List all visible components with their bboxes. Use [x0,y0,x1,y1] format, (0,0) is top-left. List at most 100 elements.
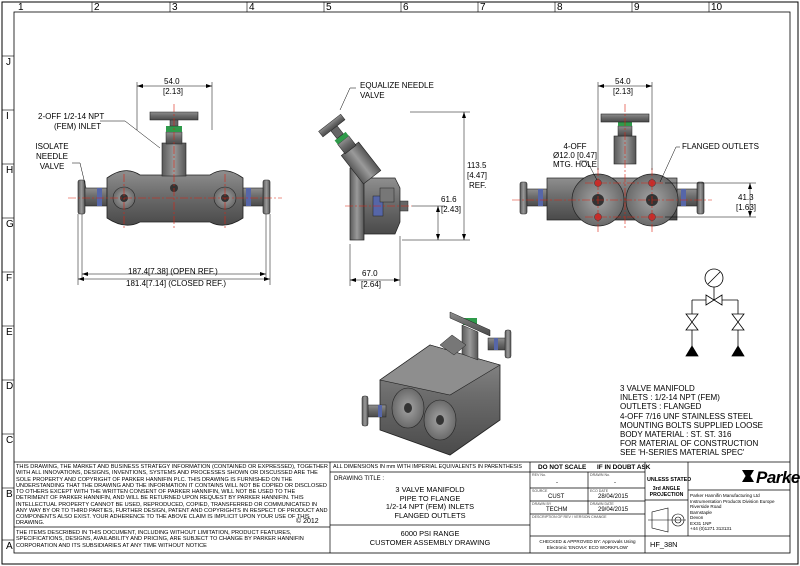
zone-col-9: 9 [634,2,640,13]
depth-dim: 67.0 [362,269,378,278]
rear-width-dim: 54.0 [615,77,631,86]
address-line: +44 (0)1271 313131 [690,526,732,531]
rev-no: - [556,480,558,486]
change-disclaimer: THE ITEMS DESCRIBED IN THIS DOCUMENT, IN… [16,530,304,549]
checked-approved: CHECKED & APPROVED BY: Approvals Using E… [530,539,645,550]
zone-col-6: 6 [403,2,409,13]
zone-row-e: E [6,327,13,338]
outlets-label: FLANGED OUTLETS [682,142,759,151]
height-ref: REF. [469,181,487,190]
isolate-label-line3: VALVE [39,162,65,171]
checked-line: CHECKED & APPROVED BY: Approvals Using [539,539,636,544]
drawn-no-label: DRAWN No. [590,473,611,477]
drawing-subtitle: 6000 PSI RANGE CUSTOMER ASSEMBLY DRAWING [330,529,530,547]
zone-col-3: 3 [172,2,178,13]
inlet-label-line1: 2-OFF 1/2-14 NPT [38,112,105,121]
zone-col-1: 1 [18,2,24,13]
zone-row-d: D [6,381,14,392]
isolate-label-line2: NEEDLE [35,152,68,161]
parker-logo: Parker [756,468,800,487]
inlet-label-line2: (FEM) INLET [54,122,102,131]
inner-border [13,11,791,554]
left-handle [77,179,86,215]
hole-label-line2: Ø12.0 [0.47] [552,151,598,160]
center-dim-imperial: [2.43] [441,205,462,214]
drawing-subtitle-line: 6000 PSI RANGE [400,529,460,538]
spec-line: 3 VALVE MANIFOLD [620,384,695,393]
spec-line: MOUNTING BOLTS SUPPLIED LOOSE [620,420,763,430]
projection-line: PROJECTION [649,492,684,499]
drawn-by: TECHM [546,507,568,513]
front-width-dim-imperial: [2.13] [163,87,184,96]
front-view [68,82,282,285]
address-line: Barnstaple [690,509,712,515]
drawing-title: 3 VALVE MANIFOLD PIPE TO FLANGE 1/2-14 N… [330,485,530,520]
equalize-label-line2: VALVE [360,91,385,100]
drawing-title-line: 3 VALVE MANIFOLD [395,485,465,494]
address-line: Riverside Road [690,504,722,509]
checked-line: Electronic 'ENOVIA' ECO WORKFLOW' [546,544,629,550]
pitch-dim: 41.3 [738,193,754,202]
zone-row-h: H [6,165,14,176]
isolate-label-line1: ISOLATE [35,142,69,151]
spec-notes: 3 VALVE MANIFOLD INLETS : 1/2-14 NPT (FE… [620,384,763,458]
open-dim: 187.4[7.38] (OPEN REF.) [128,267,218,276]
drawing-title-line: PIPE TO FLANGE [399,493,461,503]
address-line: Devon [690,515,704,520]
zone-row-i: I [6,111,9,122]
manifold-body [106,170,244,226]
center-dim: 61.6 [441,195,457,204]
zone-col-10: 10 [711,2,723,13]
unless-stated: UNLESS STATED [647,477,692,483]
if-in-doubt: IF IN DOUBT ASK [597,464,651,471]
zone-row-c: C [6,435,14,446]
depth-dim-imperial: [2.64] [361,280,382,289]
spec-line: BODY MATERIAL : ST. ST. 316 [620,429,732,439]
eco-date-label: ECO DATE [590,489,609,493]
projection-label: 3rd ANGLE PROJECTION [645,486,688,498]
rev-desc-label: DESCRIPTION OF REV / VERSION CHANGE [532,515,607,519]
drawing-subtitle-line: CUSTOMER ASSEMBLY DRAWING [369,537,491,547]
spec-line: SEE 'H-SERIES MATERIAL SPEC' [620,448,745,458]
pitch-dim-imperial: [1.63] [736,203,757,212]
projection-symbol [648,507,686,533]
zone-col-4: 4 [249,2,255,13]
isometric-view [361,311,512,456]
height-dim: 113.5 [467,161,487,170]
valve-schematic [685,268,745,357]
company-address: Parker Hannifin Manufacturing Ltd Instru… [690,493,775,532]
drawing-title-label: DRAWING TITLE : [334,476,385,482]
closed-dim: 181.4[7.14] (CLOSED REF.) [126,279,227,288]
projection-line: 3rd ANGLE [652,486,681,492]
zone-row-j: J [6,57,11,68]
drawing-number: HF_38N [650,540,678,549]
side-view [318,87,470,286]
do-not-scale: DO NOT SCALE [538,464,587,471]
spec-line: FOR MATERIAL OF CONSTRUCTION [620,439,759,449]
address-line: Parker Hannifin Manufacturing Ltd [690,493,760,498]
spec-line: 4-OFF 7/16 UNF STAINLESS STEEL [620,411,753,421]
rev-no-label: REV No. [532,473,546,477]
eco-date: 28/04/2015 [598,494,629,500]
address-line: EX31 1NP [690,520,712,526]
zone-ticks [2,2,710,541]
zone-row-a: A [6,541,13,552]
drawing-title-line: FLANGED OUTLETS [394,510,466,520]
zone-col-5: 5 [326,2,332,13]
zone-row-f: F [6,273,13,284]
drawn-date: 29/04/2015 [598,507,629,513]
equalize-label-line1: EQUALIZE NEEDLE [360,81,434,90]
rear-view [512,82,756,232]
parker-logo-mark [742,470,754,482]
source: CUST [548,494,565,500]
right-handle [262,179,271,215]
hole-label-line1: 4-OFF [563,142,587,151]
zone-row-b: B [6,489,13,500]
drawn-no: - [614,480,616,486]
copyright-disclaimer: THIS DRAWING, THE MARKET AND BUSINESS ST… [16,464,328,527]
drawn-by-label: DRAWN BY [532,502,552,506]
drawn-date-label: DRAWN DATE [590,502,614,506]
drawing-title-line: 1/2-14 NPT (FEM) INLETS [385,502,475,512]
copyright-year: © 2012 [296,518,319,525]
